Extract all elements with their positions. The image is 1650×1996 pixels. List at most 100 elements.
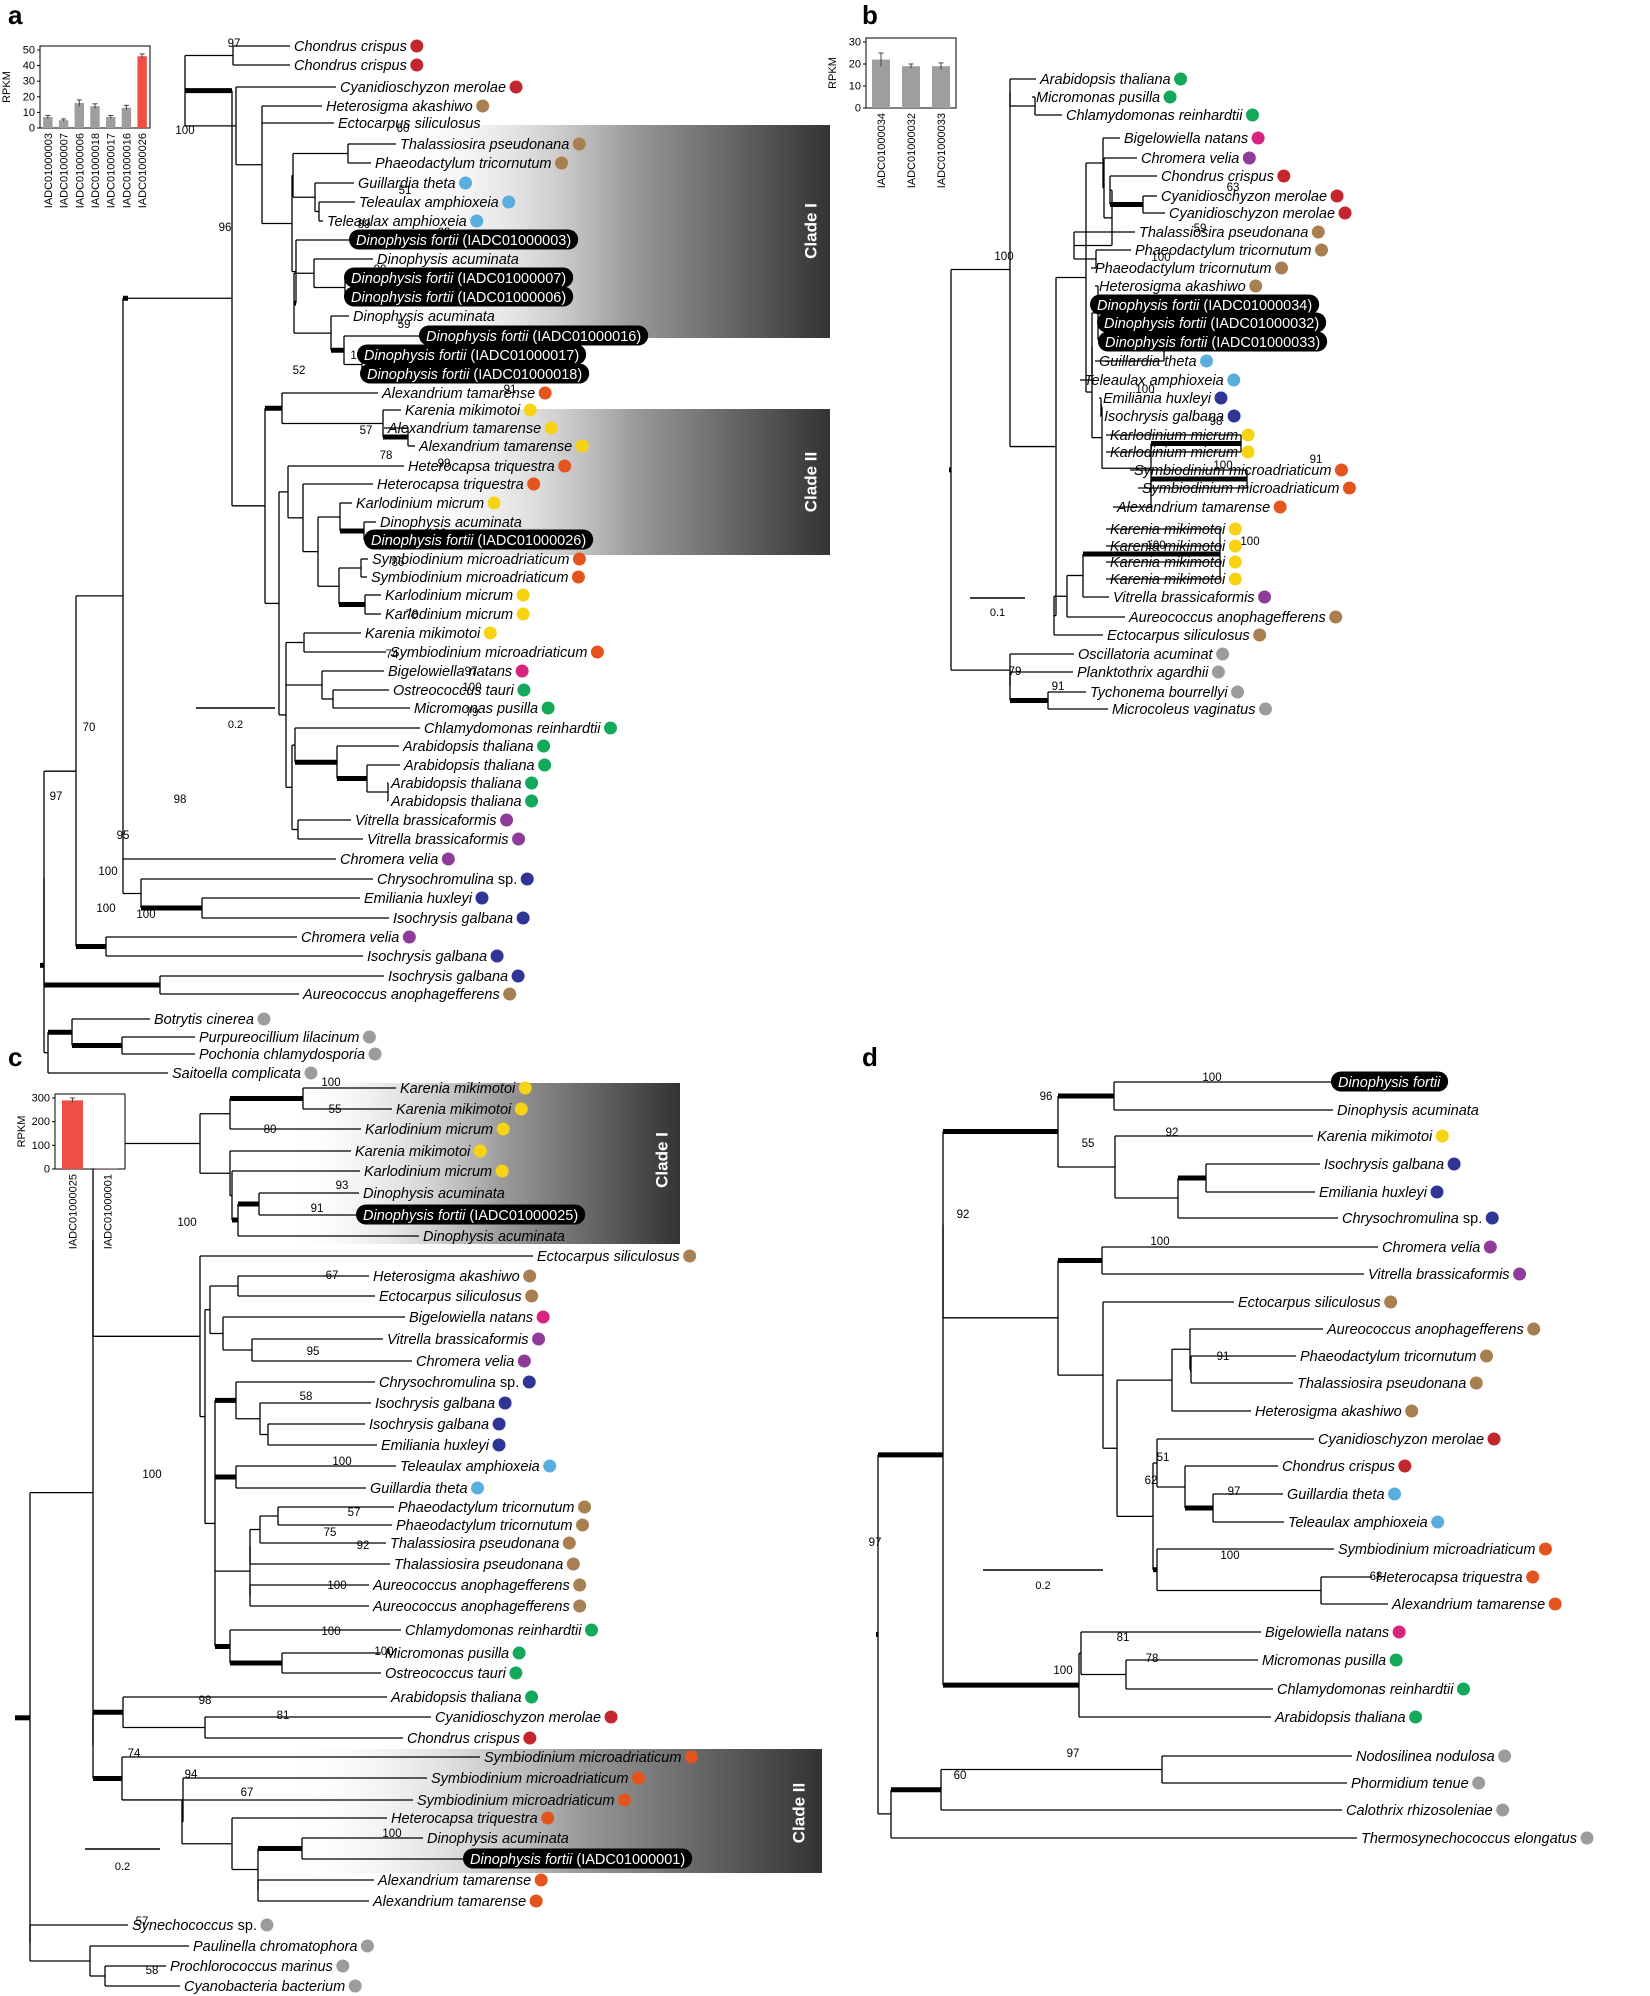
taxon-name: Karenia mikimotoi: [365, 626, 481, 642]
taxon-label: Pochonia chlamydosporia: [199, 1047, 382, 1063]
bootstrap-value: 57: [136, 1916, 149, 1928]
highlight-pill: [463, 1848, 693, 1869]
svg-text:Arabidopsis thaliana: Arabidopsis thaliana: [402, 739, 534, 755]
taxon-name: Isochrysis galbana: [375, 1396, 495, 1412]
taxon-label: Karlodinium micrum: [356, 496, 501, 512]
bootstrap-value: 81: [277, 1710, 290, 1722]
inset-category-label: IADC01000017: [106, 133, 118, 208]
bootstrap-value: 100: [1213, 460, 1232, 472]
svg-text:Symbiodinium microadriaticum: Symbiodinium microadriaticum: [1338, 1542, 1535, 1558]
lineage-dot: [522, 1375, 536, 1389]
bootstrap-value: 97: [50, 791, 63, 803]
taxon-name: Ostreococcus tauri: [385, 1666, 507, 1682]
lineage-dot: [483, 626, 497, 640]
scale-bar-label: 0.2: [1035, 1580, 1050, 1592]
taxon-label: Chlamydomonas reinhardtii: [1066, 108, 1259, 124]
svg-text:Heterocapsa triquestra: Heterocapsa triquestra: [391, 1811, 538, 1827]
bootstrap-value: 100: [1220, 1550, 1239, 1562]
bootstrap-value: 63: [1227, 182, 1240, 194]
taxon-label: Phaeodactylum tricornutum: [1095, 261, 1288, 277]
taxon-name: Ectocarpus siliculosus: [1238, 1295, 1381, 1311]
svg-text:Thalassiosira pseudonana: Thalassiosira pseudonana: [400, 137, 569, 153]
taxon-name: Aureococcus anophagefferens: [1128, 610, 1326, 626]
svg-text:Guillardia theta: Guillardia theta: [358, 176, 456, 192]
taxon-label: Aureococcus anophagefferens: [1128, 610, 1343, 626]
svg-text:Bigelowiella natans: Bigelowiella natans: [1124, 131, 1248, 147]
lineage-dot: [336, 1959, 350, 1973]
svg-text:Isochrysis galbana: Isochrysis galbana: [375, 1396, 495, 1412]
svg-text:Cyanidioschyzon merolae: Cyanidioschyzon merolae: [1169, 206, 1335, 222]
bootstrap-value: 97: [228, 38, 241, 50]
taxon-name: Symbiodinium microadriaticum: [390, 645, 587, 661]
taxon-label: Thalassiosira pseudonana: [394, 1557, 580, 1573]
lineage-dot: [500, 813, 514, 827]
lineage-dot: [1311, 225, 1325, 239]
accession-id: (IADC01000026): [473, 533, 586, 549]
panel-b: b1006359100937110098100911001007991Arabi…: [827, 0, 1356, 718]
taxon-label: Alexandrium tamarense: [418, 439, 589, 455]
clade-label: Clade II: [789, 1783, 808, 1843]
taxon-label: Symbiodinium microadriaticum: [484, 1750, 698, 1766]
taxon-label: Emiliania huxleyi: [381, 1438, 506, 1454]
lineage-dot: [495, 1164, 509, 1178]
tree-branches: [15, 1087, 533, 1987]
lineage-dot: [502, 195, 516, 209]
taxon-label: Dinophysis acuminata: [423, 1229, 565, 1245]
taxon-label: Alexandrium tamarense: [372, 1894, 543, 1910]
taxon-name: Arabidopsis thaliana: [390, 1690, 522, 1706]
bootstrap-value: 91: [504, 384, 517, 396]
svg-text:Chromera velia: Chromera velia: [340, 852, 438, 868]
bootstrap-value: 59: [398, 319, 411, 331]
panel-d: d100969255921009151629710068978178100609…: [862, 1042, 1594, 1847]
taxon-name: Symbiodinium microadriaticum: [1338, 1542, 1535, 1558]
lineage-dot: [529, 1894, 543, 1908]
lineage-dot: [410, 39, 424, 53]
bootstrap-value: 100: [321, 1626, 340, 1638]
lineage-dot: [572, 552, 586, 566]
taxon-label: Alexandrium tamarense: [377, 1873, 548, 1889]
accession-id: (IADC01000018): [469, 367, 582, 383]
taxon-name: Karlodinium micrum: [1110, 445, 1238, 461]
lineage-dot: [1485, 1211, 1499, 1225]
bootstrap-value: 100: [994, 251, 1013, 263]
lineage-dot: [525, 1690, 539, 1704]
svg-text:Ectocarpus siliculosus: Ectocarpus siliculosus: [1107, 628, 1250, 644]
taxon-name: Karenia mikimotoi: [1317, 1129, 1433, 1145]
inset-category-label: IADC01000026: [137, 133, 149, 208]
inset-tick-label: 0: [29, 123, 35, 135]
taxon-name: Heterocapsa triquestra: [391, 1811, 538, 1827]
taxon-label: Paulinella chromatophora: [193, 1939, 374, 1955]
taxon-name: Symbiodinium microadriaticum: [417, 1793, 614, 1809]
taxon-label: Karenia mikimotoi: [1110, 555, 1242, 571]
taxon-name: Dinophysis acuminata: [427, 1831, 569, 1847]
scale-bar: 0.1: [970, 597, 1025, 619]
taxon-name: Karlodinium micrum: [1110, 428, 1238, 444]
svg-text:Chromera velia: Chromera velia: [1382, 1240, 1480, 1256]
svg-text:Calothrix rhizosoleniae: Calothrix rhizosoleniae: [1346, 1803, 1493, 1819]
highlight-pill: [344, 286, 574, 307]
svg-text:Planktothrix agardhii: Planktothrix agardhii: [1077, 665, 1209, 681]
lineage-dot: [523, 1269, 537, 1283]
inset-category-label: IADC01000001: [103, 1174, 115, 1249]
taxon-label: Symbiodinium microadriaticum: [1142, 481, 1356, 497]
lineage-dot: [1447, 1157, 1461, 1171]
taxon-label: Nodosilinea nodulosa: [1356, 1749, 1512, 1765]
taxon-name: Vitrella brassicaformis: [355, 813, 497, 829]
lineage-dot: [1526, 1570, 1540, 1584]
svg-text:Chromera velia: Chromera velia: [416, 1354, 514, 1370]
svg-text:Chondrus crispus: Chondrus crispus: [1161, 169, 1274, 185]
svg-text:Chlamydomonas reinhardtii: Chlamydomonas reinhardtii: [405, 1623, 582, 1639]
svg-text:Microcoleus vaginatus: Microcoleus vaginatus: [1112, 702, 1255, 718]
taxon-label: Teleaulax amphioxeia: [327, 214, 484, 230]
taxon-name: Heterosigma akashiwo: [373, 1269, 520, 1285]
svg-text:Chromera velia: Chromera velia: [301, 930, 399, 946]
taxon-name: Calothrix rhizosoleniae: [1346, 1803, 1493, 1819]
lineage-dot: [516, 588, 530, 602]
taxon-label: Symbiodinium microadriaticum: [390, 645, 604, 661]
taxon-label: Cyanidioschyzon merolae: [1169, 206, 1352, 222]
bootstrap-value: 55: [329, 1104, 342, 1116]
taxon-name: Thalassiosira pseudonana: [1297, 1376, 1466, 1392]
taxon-name: Thermosynechococcus elongatus: [1361, 1831, 1577, 1847]
taxon-label: Micromonas pusilla: [1262, 1653, 1403, 1669]
